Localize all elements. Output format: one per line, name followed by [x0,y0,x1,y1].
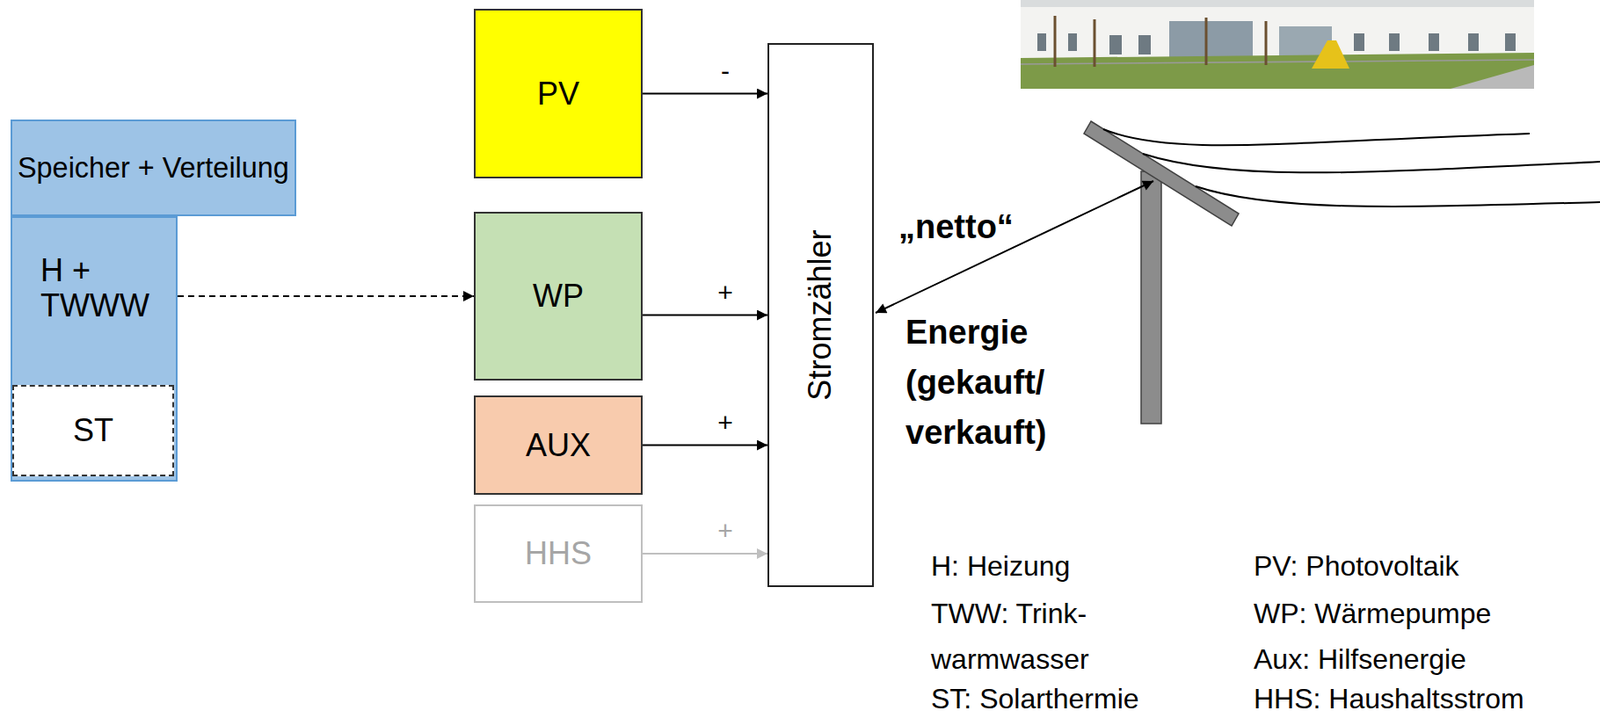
flow-arrow [642,93,768,95]
flow-note: Energie (gekauft/ verkauft) [905,307,1099,459]
sign-label: + [717,278,734,307]
abbreviation: HHS: Haushaltsstrom [1253,683,1525,714]
meter-box: Stromzähler [767,43,874,588]
abbreviation: ST: Solarthermie [930,683,1140,714]
sign-label: - [720,57,730,86]
node-text: HHS [524,534,592,573]
solar-thermal-box: ST [12,385,175,477]
flow-arrow [642,552,768,555]
heating-box: ST H + TWWW [10,216,178,482]
abbreviation: TWW: Trink- warmwasser [930,590,1112,683]
flow-note: „netto“ [895,209,1017,245]
heat-pump-box: WP [473,211,643,381]
node-text: Speicher + Verteilung [17,151,290,186]
node-text: WP [532,276,584,315]
flow-arrow [642,444,768,447]
abbreviation: WP: Wärmepumpe [1253,598,1491,629]
sign-label: + [717,516,734,546]
flow-arrow [177,295,474,298]
sign-label: + [717,408,734,437]
household-box: HHS [473,504,643,604]
abbreviation: Aux: Hilfsenergie [1253,644,1467,675]
building-photo [1020,0,1535,89]
node-text: AUX [525,426,591,465]
node-text: Stromzähler [801,229,840,400]
aux-box: AUX [473,395,643,495]
node-text: PV [537,74,580,113]
node-text: ST [72,411,114,450]
node-text: H + TWWW [40,253,151,324]
pv-box: PV [473,8,643,179]
storage-box: Speicher + Verteilung [10,119,297,217]
abbreviation: H: Heizung [930,551,1070,582]
power-pole [1083,121,1239,424]
flow-arrow [642,314,768,317]
power-lines [1103,129,1600,207]
abbreviation: PV: Photovoltaik [1253,551,1460,582]
grid-exchange-arrow [875,181,1154,313]
